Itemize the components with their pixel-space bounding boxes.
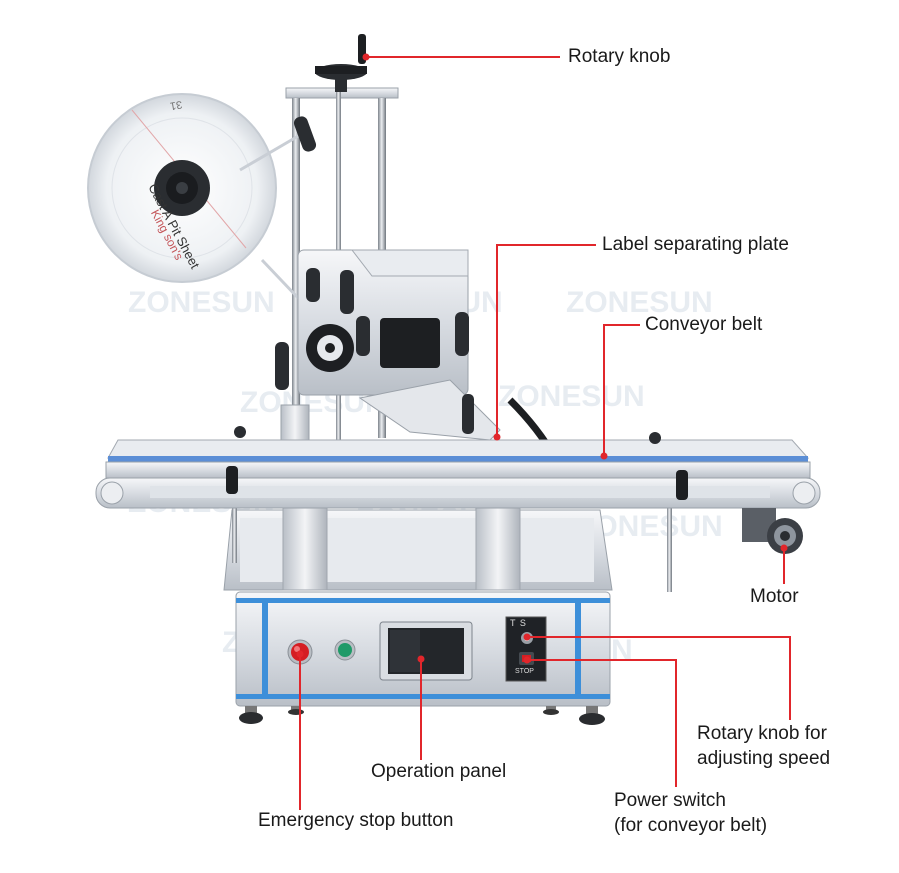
callout-rotary-knob-speed-line1: Rotary knob for <box>697 723 827 744</box>
watermark-text: ZONESUN <box>566 286 713 319</box>
labeling-head <box>275 116 469 396</box>
callout-motor: Motor <box>750 586 799 607</box>
rotary-knob-graphic <box>315 34 367 92</box>
reel-text: 31 <box>169 98 183 112</box>
leader-conveyor-belt <box>603 324 640 456</box>
base-cabinet <box>223 509 613 725</box>
leader-dots <box>296 53 788 664</box>
label-reel: Cast A Pit Sheet King son's 31 <box>87 93 302 302</box>
speed-panel-stop-label: STOP <box>515 668 534 675</box>
watermark-text: ZONESUN <box>498 380 645 413</box>
callout-label-separating-plate: Label separating plate <box>602 234 789 255</box>
callout-emergency-stop: Emergency stop button <box>258 810 454 831</box>
leader-rotary-knob-speed <box>527 636 791 720</box>
conveyor-graphic <box>95 426 821 509</box>
callout-power-switch-line2: (for conveyor belt) <box>614 815 768 836</box>
speed-panel-top-label: T S <box>510 618 527 628</box>
callout-power-switch-line1: Power switch <box>614 790 726 811</box>
leader-label-separating-plate <box>496 244 596 437</box>
callout-rotary-knob: Rotary knob <box>568 46 671 67</box>
leader-lines <box>299 56 791 810</box>
callout-conveyor-belt: Conveyor belt <box>645 314 763 335</box>
watermark-text: ZONESUN <box>128 286 275 319</box>
leveling-feet <box>239 706 605 725</box>
motor-graphic <box>742 508 803 554</box>
callout-operation-panel: Operation panel <box>371 761 507 782</box>
operation-panel-screen <box>379 621 473 681</box>
callout-rotary-knob-speed-line2: adjusting speed <box>697 748 831 769</box>
leader-power-switch <box>527 659 677 787</box>
start-button-graphic <box>334 639 356 661</box>
